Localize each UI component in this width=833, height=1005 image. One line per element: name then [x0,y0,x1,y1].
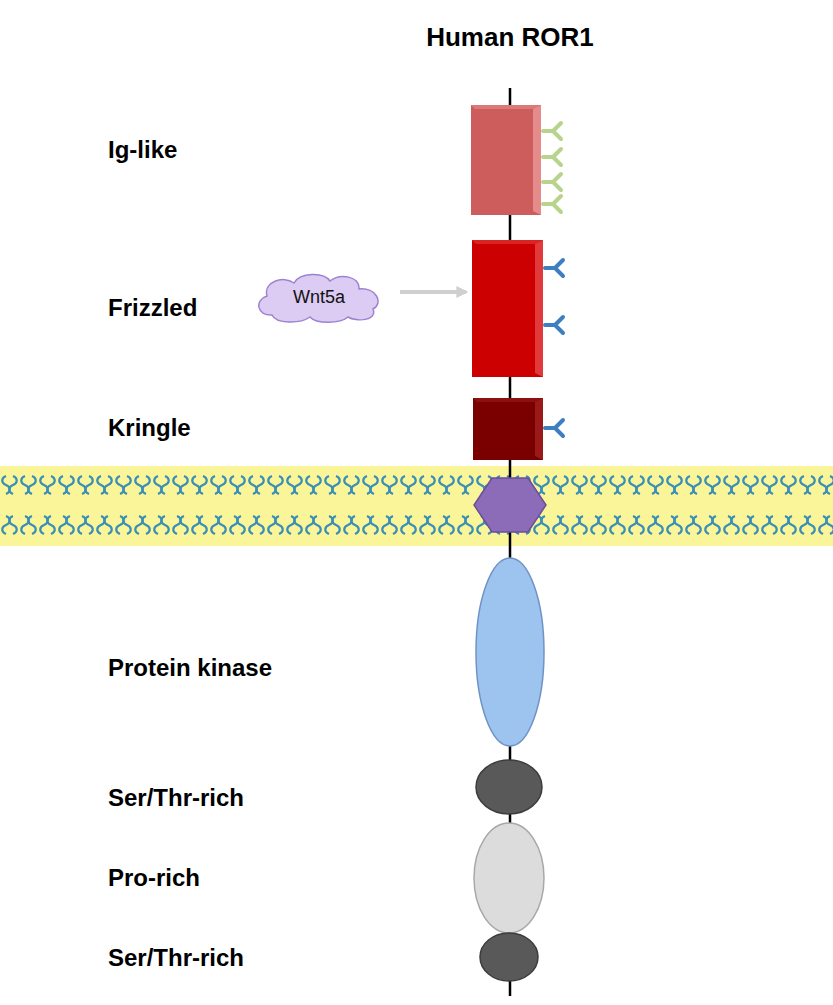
domain-ellipse: Protein kinase [475,557,545,747]
ellipse-face [476,760,542,814]
box-bevel [472,240,543,244]
box-bevel [471,105,541,109]
lipid-leaflet [0,512,833,538]
glycan-mark [543,149,561,165]
ellipse-face [474,823,544,933]
domain-ellipse: Ser/Thr-rich [479,932,539,982]
membrane-band [0,466,833,546]
box-bevel [473,398,543,402]
shape-outline [473,822,545,934]
domain-label: Frizzled [108,294,197,322]
box-face [472,240,543,377]
glycan-mark [545,317,563,333]
domain-label: Ser/Thr-rich [108,784,244,812]
domain-box: Ig-like [471,105,541,215]
glycan-mark [543,196,561,212]
box-face [473,398,543,460]
domain-label: Ser/Thr-rich [108,944,244,972]
box-bevel [533,105,541,215]
ellipse-face [476,558,544,746]
domain-label: Kringle [108,414,191,442]
glycan-mark [545,260,563,276]
binding-arrow [400,290,466,294]
domain-box: Frizzled [472,240,543,377]
glycan-mark [545,420,563,436]
glycan-group [543,123,563,436]
diagram-title: Human ROR1 [426,22,594,53]
ligand-cloud: Wnt5a [252,271,386,323]
shape-outline [475,759,543,815]
ellipse-face [480,933,538,981]
box-face [471,105,541,215]
domain-label: Pro-rich [108,864,200,892]
shape-outline [473,398,543,460]
ligand-label: Wnt5a [252,271,386,323]
shape-outline [475,557,545,747]
shape-outline [471,105,541,215]
box-bevel [535,398,543,460]
glycan-mark [543,174,561,190]
domain-box: Kringle [473,398,543,460]
shape-outline [479,932,539,982]
transmembrane-hexagon [474,478,546,532]
lipid-leaflet [0,472,833,498]
domain-label: Ig-like [108,136,177,164]
box-bevel [535,240,543,377]
glycan-mark [543,123,561,139]
domain-ellipse: Pro-rich [473,822,545,934]
domain-label: Protein kinase [108,654,272,682]
domain-ellipse: Ser/Thr-rich [475,759,543,815]
shape-outline [472,240,543,377]
